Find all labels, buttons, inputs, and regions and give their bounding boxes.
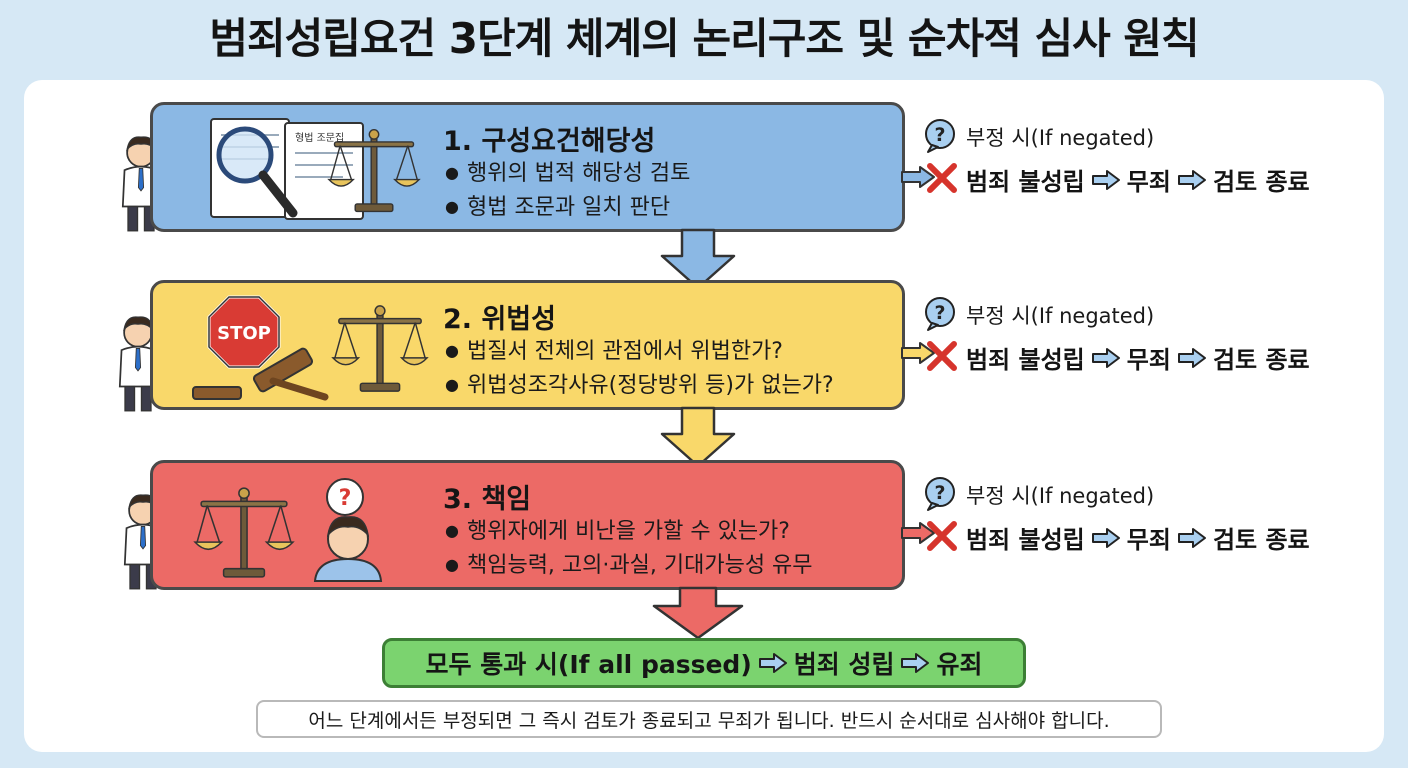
right-arrow-icon	[758, 652, 788, 674]
negation-label: 부정 시(If negated)	[966, 126, 1155, 150]
question-bubble-icon	[922, 296, 958, 332]
stop-gavel-scale-icon: STOP	[192, 295, 428, 401]
result-not-established: 범죄 불성립	[966, 526, 1085, 554]
all-passed-label: 모두 통과 시(If all passed)	[425, 650, 752, 679]
verdict-not-guilty: 무죄	[1126, 168, 1171, 196]
negation-result-row: 범죄 불성립 무죄 검토 종료	[966, 162, 1310, 197]
footer-note: 어느 단계에서든 부정되면 그 즉시 검토가 종료되고 무죄가 됩니다. 반드시…	[256, 700, 1162, 738]
magnifier-document-scale-icon: 형법 조문집	[210, 118, 420, 220]
right-arrow-icon	[900, 652, 930, 674]
down-arrow-1	[660, 228, 736, 290]
stage-title-3: 3. 책임	[443, 484, 532, 515]
negation-outcome-1: 부정 시(If negated) 범죄 불성립 무죄 검토 종료	[922, 118, 1362, 208]
result-not-established: 범죄 불성립	[966, 168, 1085, 196]
stage-title-1: 1. 구성요건해당성	[443, 126, 656, 157]
stage-bullets-3: 행위자에게 비난을 가할 수 있는가? 책임능력, 고의·과실, 기대가능성 유…	[445, 515, 813, 583]
negation-arrow-1	[901, 166, 935, 188]
cross-mark-icon	[924, 518, 960, 554]
stage-bullets-2: 법질서 전체의 관점에서 위법한가? 위법성조각사유(정당방위 등)가 없는가?	[445, 335, 834, 403]
down-arrow-3	[652, 586, 744, 640]
page-title: 범죄성립요건 3단계 체계의 논리구조 및 순차적 심사 원칙	[209, 14, 1199, 63]
cross-mark-icon	[924, 338, 960, 374]
negation-arrow-3	[901, 522, 935, 544]
review-end: 검토 종료	[1212, 168, 1310, 196]
all-passed-box: 모두 통과 시(If all passed) 범죄 성립 유죄	[382, 638, 1026, 688]
question-bubble-icon	[922, 476, 958, 512]
document-label: 형법 조문집	[295, 132, 344, 144]
stage-box-3: ? 3. 책임 행위자에게 비난을 가할 수 있는가? 책임능력, 고의·과실,…	[150, 460, 905, 590]
stop-sign-label: STOP	[217, 323, 271, 344]
negation-label: 부정 시(If negated)	[966, 304, 1155, 328]
question-bubble-icon	[922, 118, 958, 154]
right-arrow-icon	[1091, 527, 1121, 549]
verdict-not-guilty: 무죄	[1126, 346, 1171, 374]
right-arrow-icon	[1091, 347, 1121, 369]
question-mark-label: ?	[339, 486, 352, 511]
cross-mark-icon	[924, 160, 960, 196]
review-end: 검토 종료	[1212, 526, 1310, 554]
negation-result-row: 범죄 불성립 무죄 검토 종료	[966, 520, 1310, 555]
bullet-item: 행위의 법적 해당성 검토	[445, 157, 690, 191]
bullet-item: 법질서 전체의 관점에서 위법한가?	[445, 335, 834, 369]
right-arrow-icon	[1177, 527, 1207, 549]
negation-outcome-3: 부정 시(If negated) 범죄 불성립 무죄 검토 종료	[922, 476, 1362, 566]
stage-box-1: 형법 조문집 1. 구성요건해당성 행위의 법적 해당성 검토 형법 조문과 일…	[150, 102, 905, 232]
result-not-established: 범죄 불성립	[966, 346, 1085, 374]
bullet-item: 책임능력, 고의·과실, 기대가능성 유무	[445, 549, 813, 583]
verdict-not-guilty: 무죄	[1126, 526, 1171, 554]
scale-person-question-icon: ?	[194, 478, 383, 582]
verdict-guilty: 유죄	[936, 650, 983, 679]
negation-result-row: 범죄 불성립 무죄 검토 종료	[966, 340, 1310, 375]
down-arrow-2	[660, 406, 736, 468]
result-established: 범죄 성립	[793, 650, 895, 679]
negation-arrow-2	[901, 342, 935, 364]
stage-title-2: 2. 위법성	[443, 304, 556, 335]
bullet-item: 위법성조각사유(정당방위 등)가 없는가?	[445, 369, 834, 403]
negation-outcome-2: 부정 시(If negated) 범죄 불성립 무죄 검토 종료	[922, 296, 1362, 386]
right-arrow-icon	[1177, 347, 1207, 369]
bullet-item: 행위자에게 비난을 가할 수 있는가?	[445, 515, 813, 549]
stage-bullets-1: 행위의 법적 해당성 검토 형법 조문과 일치 판단	[445, 157, 690, 225]
stage-box-2: STOP 2. 위법성 법질서 전체의 관점에서 위법한가? 위법성조각사유(정…	[150, 280, 905, 410]
bullet-item: 형법 조문과 일치 판단	[445, 191, 690, 225]
negation-label: 부정 시(If negated)	[966, 484, 1155, 508]
right-arrow-icon	[1177, 169, 1207, 191]
review-end: 검토 종료	[1212, 346, 1310, 374]
right-arrow-icon	[1091, 169, 1121, 191]
